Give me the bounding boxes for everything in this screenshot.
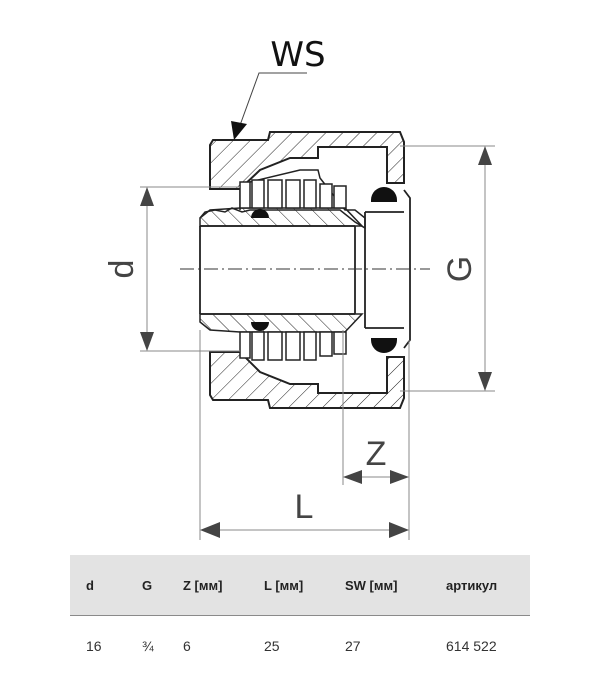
- cell-SW: 27: [345, 638, 361, 654]
- inner-sleeve-lower: [199, 313, 364, 333]
- header-G: G: [126, 555, 167, 616]
- dimension-label-d: d: [103, 260, 141, 279]
- inner-bore: [199, 189, 411, 349]
- dimension-Z: Z: [343, 435, 409, 484]
- o-ring-large-upper: [371, 187, 397, 202]
- dimension-label-Z: Z: [366, 435, 387, 473]
- dimension-G: G: [441, 146, 492, 391]
- o-ring-large-lower: [371, 338, 397, 353]
- spec-table-header-row: d G Z [мм] L [мм] SW [мм] артикул: [70, 555, 530, 616]
- cell-article: 614 522: [446, 638, 497, 654]
- extension-lines: [140, 145, 495, 540]
- dimension-label-G: G: [441, 256, 479, 282]
- table-row: 16 ¾ 6 25 27 614 522: [70, 616, 530, 677]
- o-ring-small-upper: [251, 209, 269, 218]
- cell-L: 25: [264, 638, 280, 654]
- spec-table: d G Z [мм] L [мм] SW [мм] артикул 16 ¾ 6…: [70, 555, 530, 676]
- grip-ring-upper: [239, 179, 347, 209]
- fitting-section-drawing: d G Z L WS: [103, 35, 495, 540]
- cell-G: ¾: [142, 638, 154, 654]
- dimension-label-L: L: [295, 488, 314, 526]
- o-ring-small-lower: [251, 322, 269, 331]
- cell-Z: 6: [183, 638, 191, 654]
- header-SW: SW [мм]: [329, 555, 430, 616]
- fitting-body-upper: [209, 131, 405, 190]
- header-article: артикул: [430, 555, 530, 616]
- dimension-L: L: [200, 488, 409, 538]
- ws-callout: WS: [231, 35, 326, 140]
- grip-ring-lower: [239, 331, 347, 361]
- fitting-body-lower: [209, 351, 405, 409]
- ws-label: WS: [270, 35, 325, 75]
- header-Z: Z [мм]: [167, 555, 248, 616]
- header-L: L [мм]: [248, 555, 329, 616]
- dimension-d: d: [103, 187, 154, 351]
- cell-d: 16: [86, 638, 102, 654]
- header-d: d: [70, 555, 126, 616]
